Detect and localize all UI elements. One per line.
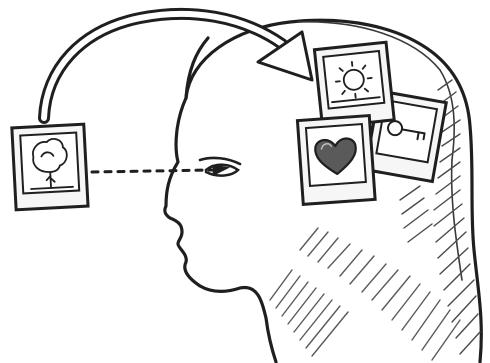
- heart-photo: [297, 116, 375, 205]
- eye-icon: [200, 158, 240, 176]
- sun-photo: [314, 42, 394, 127]
- external-photo-icon: [12, 124, 88, 210]
- sight-line: [92, 170, 212, 172]
- arrow-icon: [44, 14, 312, 118]
- neck-shading: [270, 228, 460, 360]
